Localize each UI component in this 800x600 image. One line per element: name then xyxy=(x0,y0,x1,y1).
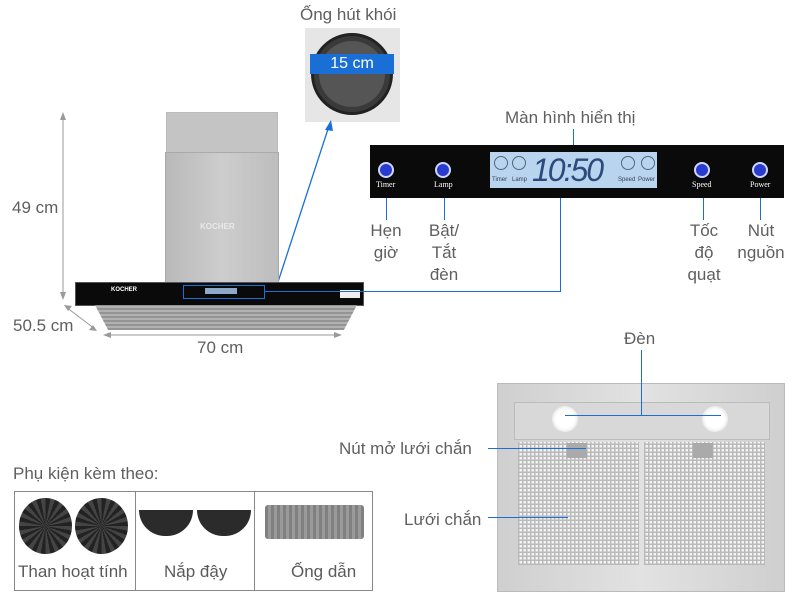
light-icon xyxy=(702,406,728,432)
accessories-table: Than hoạt tính Nắp đậy Ống dẫn xyxy=(14,491,373,591)
power-lcd-icon xyxy=(641,156,655,170)
lcd-display: Timer Lamp 10:50 Speed Power xyxy=(490,152,657,188)
duct-label: Ống hút khói xyxy=(300,5,397,24)
control-panel: Timer Lamp Timer Lamp 10:50 Speed Power … xyxy=(370,145,784,198)
depth-label: 50.5 cm xyxy=(13,316,74,335)
grease-filter xyxy=(518,442,639,565)
accessory-item: Ống dẫn xyxy=(255,492,372,590)
range-hood-image: KOCHER KOCHER xyxy=(75,112,365,332)
height-label: 49 cm xyxy=(12,198,59,217)
duct-size: 15 cm xyxy=(310,54,394,74)
lamp-button[interactable] xyxy=(435,162,451,178)
width-label: 70 cm xyxy=(197,338,244,357)
speed-lcd-icon xyxy=(621,156,635,170)
display-label: Màn hình hiển thị xyxy=(505,108,636,127)
lcd-time: 10:50 xyxy=(532,152,604,188)
duct-hose-icon xyxy=(265,505,364,539)
duct-image: 15 cm xyxy=(305,28,400,122)
lamp-lcd-icon xyxy=(512,156,526,170)
light-icon xyxy=(552,406,578,432)
filter-label: Lưới chắn xyxy=(404,510,482,529)
carbon-filter-icon xyxy=(19,498,72,554)
accessory-item: Nắp đậy xyxy=(136,492,255,590)
speed-button[interactable] xyxy=(694,162,710,178)
accessories-title: Phụ kiện kèm theo: xyxy=(13,464,159,483)
light-label: Đèn xyxy=(624,329,656,348)
timer-button[interactable] xyxy=(378,162,394,178)
cover-cap-icon xyxy=(139,510,193,536)
timer-lcd-icon xyxy=(494,156,508,170)
chimney-brand: KOCHER xyxy=(200,222,235,231)
filter-release-tab xyxy=(567,443,587,458)
filter-release-label: Nút mở lưới chắn xyxy=(339,439,472,458)
accessory-item: Than hoạt tính xyxy=(15,492,136,590)
power-button[interactable] xyxy=(752,162,768,178)
grease-filter xyxy=(644,442,765,565)
hood-bottom-view xyxy=(497,383,785,592)
filter-release-tab xyxy=(693,443,713,458)
accessory-name: Ống dẫn xyxy=(291,562,357,581)
cover-cap-icon xyxy=(197,510,251,536)
panel-brand: KOCHER xyxy=(111,287,138,293)
carbon-filter-icon xyxy=(75,498,128,554)
accessory-name: Than hoạt tính xyxy=(18,562,128,581)
accessory-name: Nắp đậy xyxy=(164,562,228,581)
